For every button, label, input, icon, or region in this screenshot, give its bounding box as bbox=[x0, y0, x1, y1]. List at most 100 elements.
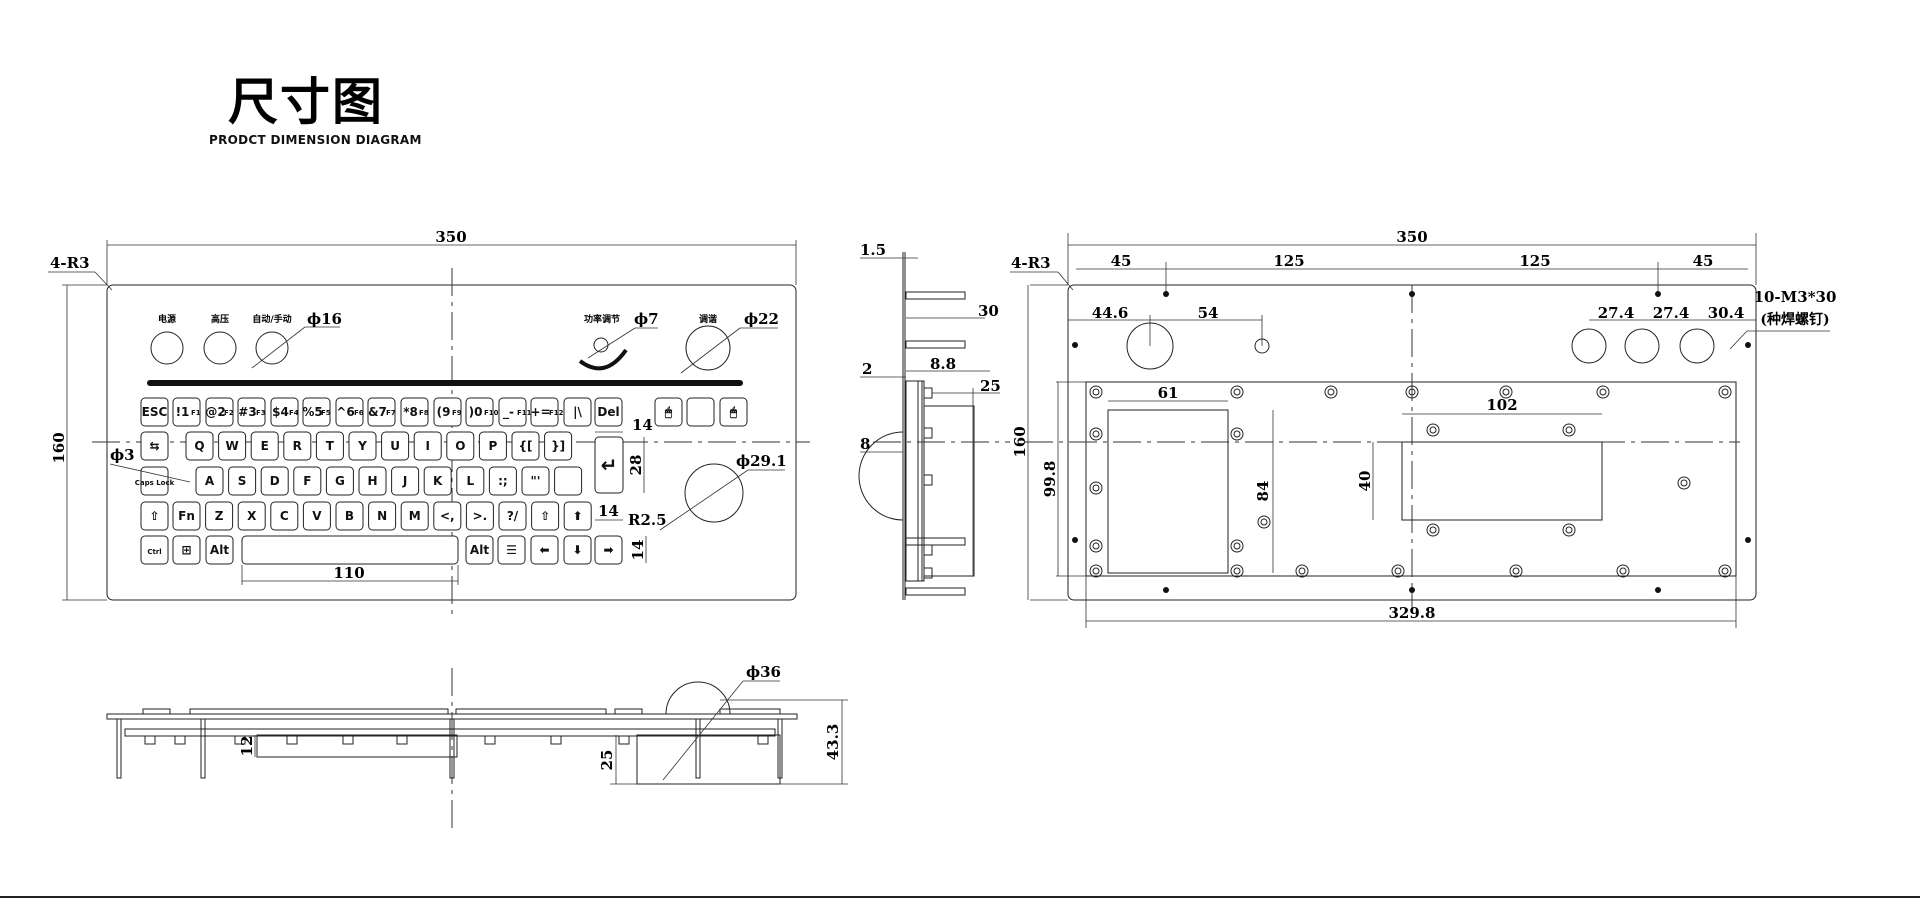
key: ⬇ bbox=[563, 535, 592, 565]
key-cap bbox=[205, 535, 234, 565]
depth-30-dim: 30 bbox=[978, 302, 999, 320]
enter-key-label: ↵ bbox=[601, 453, 618, 477]
key-label: @2 bbox=[205, 405, 225, 419]
key: Alt bbox=[205, 535, 234, 565]
indicator-bar bbox=[147, 380, 743, 386]
key-cap bbox=[205, 501, 234, 531]
spacing-dim-1: 45 bbox=[1111, 252, 1132, 270]
key-cap bbox=[498, 397, 527, 427]
key-label: $4 bbox=[272, 405, 289, 419]
key: }] bbox=[544, 431, 573, 461]
key-label: S bbox=[238, 474, 247, 488]
side-view: 1.5 30 2 8.8 25 8 bbox=[858, 241, 1010, 600]
space-width-dim: 110 bbox=[333, 564, 364, 582]
key: A bbox=[195, 466, 224, 496]
key: Fn bbox=[172, 501, 201, 531]
key-fn-label: F7 bbox=[386, 409, 396, 417]
key: T bbox=[315, 431, 344, 461]
page-subtitle: PRODCT DIMENSION DIAGRAM bbox=[209, 133, 422, 147]
key-label: T bbox=[326, 439, 335, 453]
dia-3-label: ϕ3 bbox=[110, 446, 135, 464]
bolt-head bbox=[396, 735, 408, 745]
key: 🖱 bbox=[719, 397, 748, 427]
hole-spacing-dim: 54 bbox=[1198, 304, 1219, 322]
key: L bbox=[456, 466, 485, 496]
key-cap bbox=[172, 397, 201, 427]
key-label: %5 bbox=[302, 405, 322, 419]
right-hole-dim-1: 27.4 bbox=[1598, 304, 1635, 322]
key-label: &7 bbox=[368, 405, 387, 419]
key-label: Z bbox=[215, 509, 224, 523]
key-fn-label: F3 bbox=[256, 409, 266, 417]
key: N bbox=[368, 501, 397, 531]
mount-leg bbox=[695, 718, 701, 779]
weld-stud-dot bbox=[1072, 342, 1078, 348]
key-fn-label: F6 bbox=[354, 409, 364, 417]
key-label: O bbox=[455, 439, 465, 453]
hex-nut bbox=[1718, 564, 1732, 578]
key-cap bbox=[315, 431, 344, 461]
mount-nuts bbox=[1089, 385, 1732, 578]
hex-nut bbox=[1324, 385, 1338, 399]
module-outline bbox=[1107, 409, 1229, 574]
weld-stud-dot bbox=[1409, 291, 1415, 297]
bolt-head bbox=[342, 735, 354, 745]
key-label: X bbox=[247, 509, 257, 523]
key-cap bbox=[563, 397, 592, 427]
mount-leg bbox=[200, 718, 206, 779]
key-radius-dim: R2.5 bbox=[628, 511, 667, 529]
key: V bbox=[302, 501, 331, 531]
key-cap bbox=[465, 535, 494, 565]
key-cap bbox=[521, 466, 550, 496]
pcb-height-dim: 40 bbox=[1356, 471, 1374, 492]
key-label: (9 bbox=[437, 405, 451, 419]
hex-nut bbox=[1499, 385, 1513, 399]
key: ESC bbox=[140, 397, 169, 427]
key-label: L bbox=[466, 474, 474, 488]
key-fn-label: F10 bbox=[484, 409, 499, 417]
module-depth-dim: 25 bbox=[598, 750, 616, 771]
right-hole-dim-2: 27.4 bbox=[1653, 304, 1690, 322]
hex-nut bbox=[1596, 385, 1610, 399]
module-height-dim: 84 bbox=[1254, 481, 1272, 502]
dia-16-label: ϕ16 bbox=[307, 310, 342, 328]
key-label: {[ bbox=[518, 439, 532, 453]
weld-stud-dot bbox=[1163, 291, 1169, 297]
gap-2-dim: 2 bbox=[862, 360, 872, 378]
key-cap bbox=[654, 397, 683, 427]
key-label: ⇧ bbox=[149, 509, 159, 523]
key-label: ESC bbox=[142, 405, 168, 419]
hex-nut bbox=[1257, 515, 1271, 529]
key-label: J bbox=[402, 474, 407, 488]
bolt-head bbox=[174, 735, 186, 745]
hex-nut bbox=[1426, 523, 1440, 537]
key-cap bbox=[218, 431, 247, 461]
key-height-dim: 14 bbox=[629, 540, 647, 561]
key-label: A bbox=[205, 474, 215, 488]
enter-key bbox=[594, 436, 624, 494]
key: :; bbox=[488, 466, 517, 496]
key: K bbox=[423, 466, 452, 496]
stud-spec-label: 10-M3*30 bbox=[1754, 288, 1837, 306]
offset-8-dim: 8 bbox=[860, 435, 870, 453]
hex-nut bbox=[1089, 427, 1103, 441]
hex-nut bbox=[1089, 539, 1103, 553]
key-cap bbox=[497, 535, 526, 565]
key: H bbox=[358, 466, 387, 496]
hex-nut bbox=[1509, 564, 1523, 578]
key: M bbox=[400, 501, 429, 531]
key-cap bbox=[172, 501, 201, 531]
key-label: W bbox=[225, 439, 238, 453]
key: F bbox=[293, 466, 322, 496]
key-label: :; bbox=[498, 474, 508, 488]
bolt-head bbox=[286, 735, 298, 745]
hex-nut bbox=[1562, 423, 1576, 437]
key-cap bbox=[433, 501, 462, 531]
key: J bbox=[391, 466, 420, 496]
key-cap bbox=[260, 466, 289, 496]
weld-stud-dot bbox=[1655, 291, 1661, 297]
key-label: M bbox=[409, 509, 421, 523]
bolt-head bbox=[234, 735, 246, 745]
